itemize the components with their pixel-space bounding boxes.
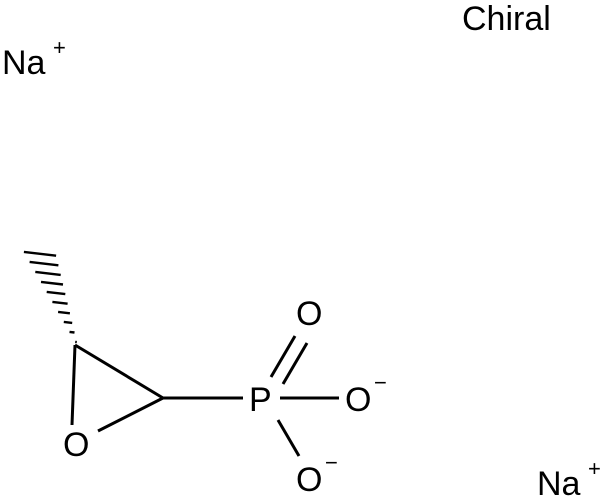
sodium-charge: + (53, 35, 66, 60)
p-o-anion-bond-2 (276, 419, 301, 457)
c2-o-bond (70, 344, 77, 426)
p-o-double-bond-line-2 (281, 342, 309, 385)
sodium-charge: + (588, 456, 601, 481)
phosphoryl-oxygen-atom: O (296, 295, 322, 333)
negative-charge: − (374, 370, 387, 395)
p-o-double-bond-line-1 (269, 335, 297, 378)
oxygen-symbol: O (345, 381, 371, 419)
phosphorus-atom: P (249, 381, 272, 419)
sodium-ion-top: Na + (2, 35, 66, 82)
oxygen-symbol: O (296, 461, 322, 499)
sodium-symbol: Na (2, 44, 46, 82)
anionic-oxygen-2: O − (296, 450, 338, 499)
negative-charge: − (325, 450, 338, 475)
sodium-ion-bottom: Na + (537, 456, 601, 500)
hashed-wedge-bond (23, 250, 77, 344)
chiral-label: Chiral (462, 0, 551, 38)
anionic-oxygen-1: O − (345, 370, 387, 419)
ring-oxygen-atom: O (63, 426, 89, 464)
sodium-symbol: Na (537, 465, 581, 500)
c3-o-bond (97, 396, 164, 433)
c2-c3-bond (74, 343, 164, 400)
